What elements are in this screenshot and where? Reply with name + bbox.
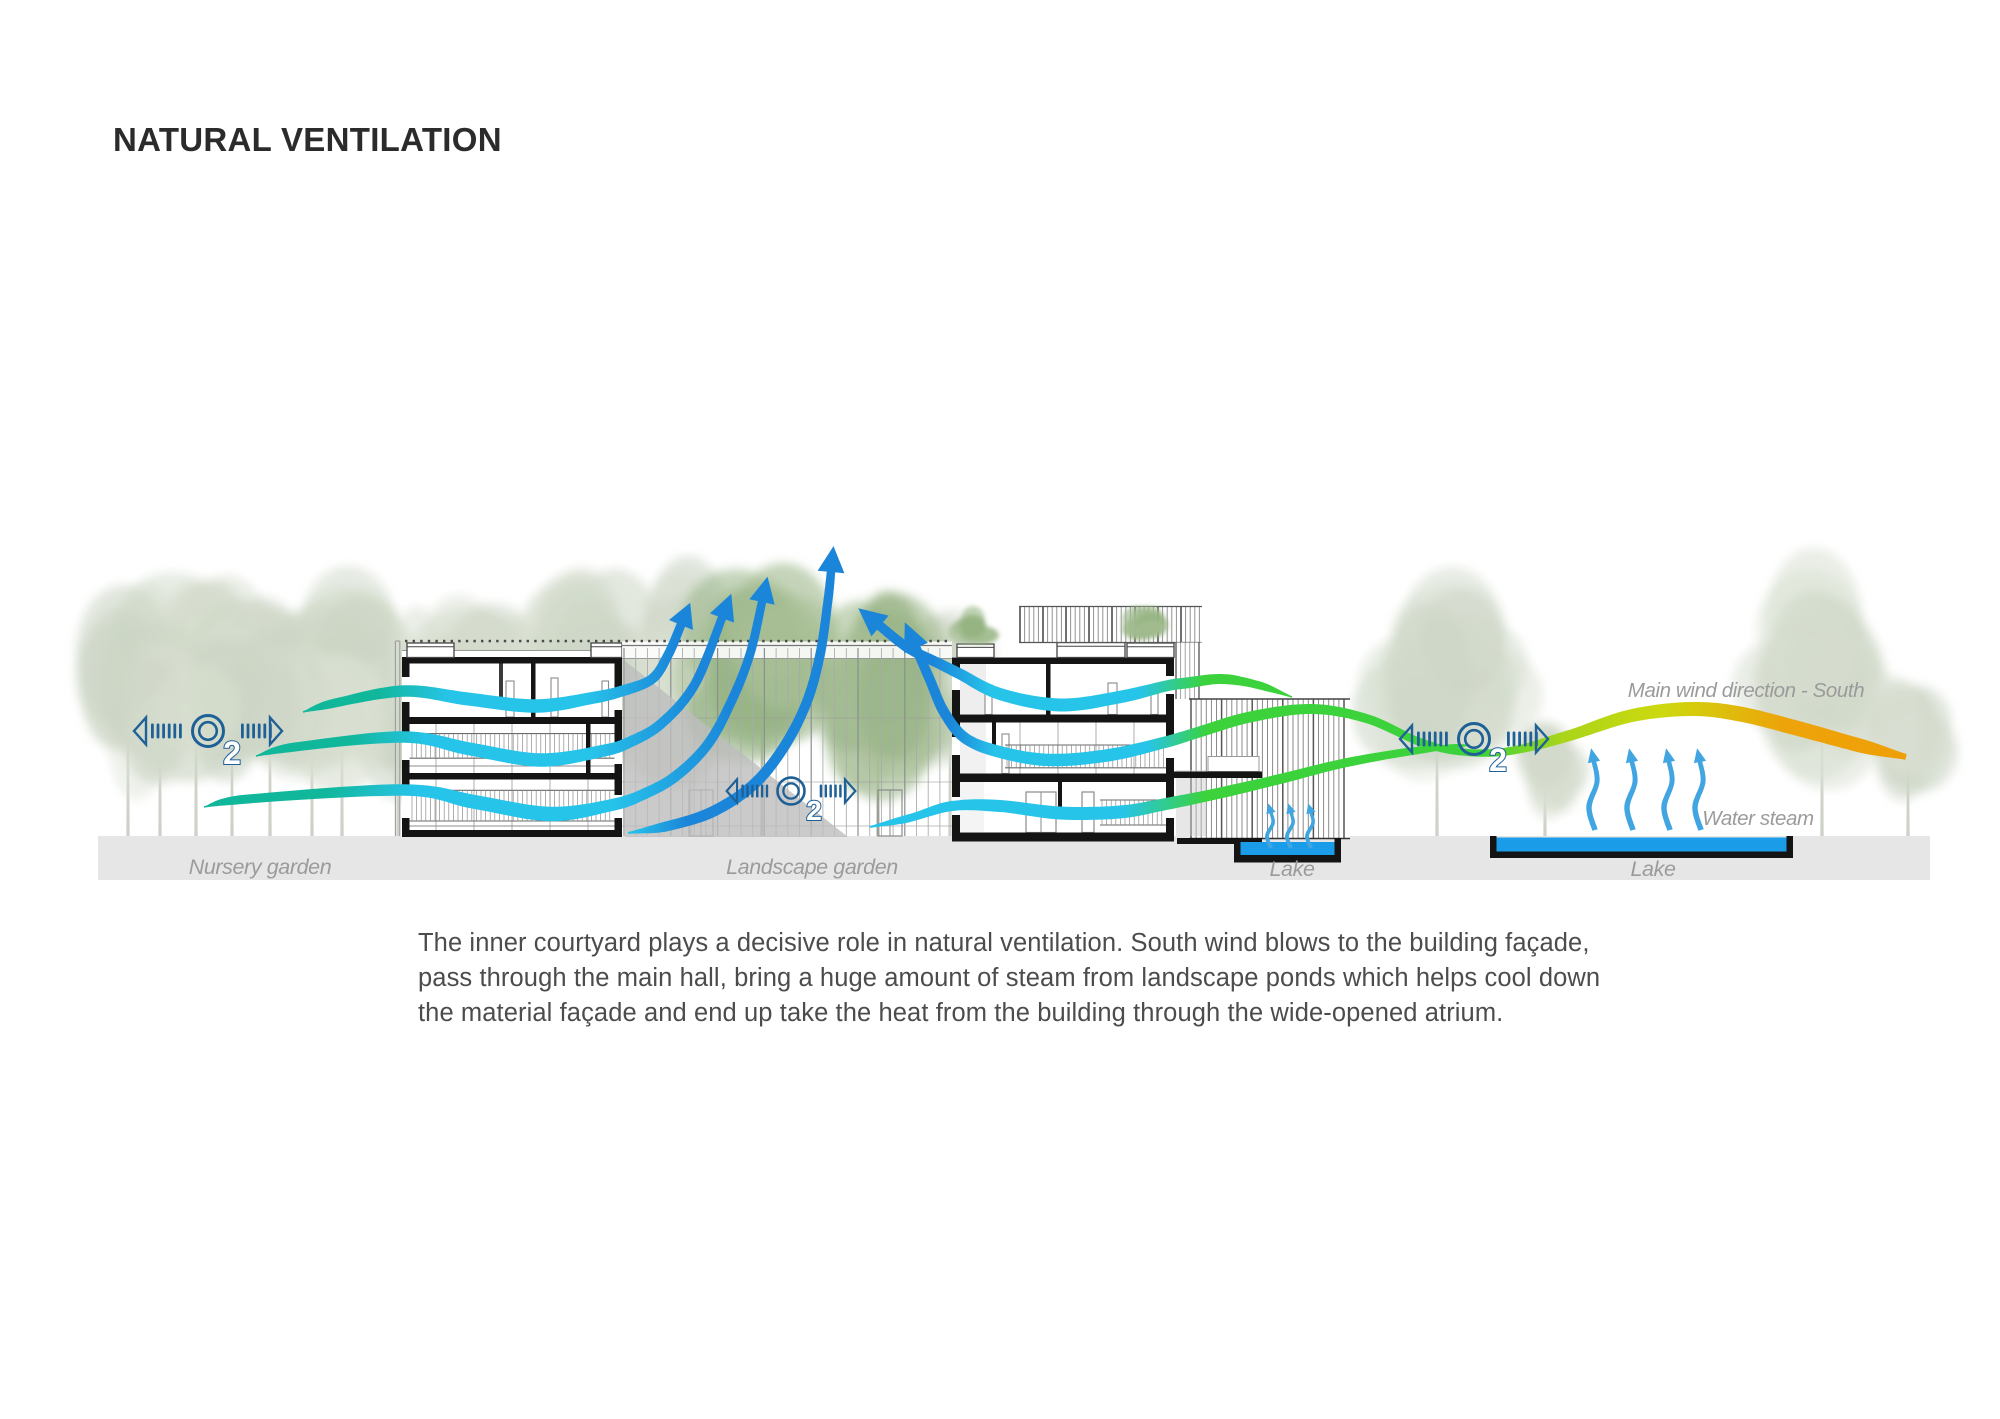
o2-symbol-left (132, 714, 284, 748)
lake-basin-right (1490, 836, 1793, 858)
o2-subscript-right: 2 (1489, 742, 1507, 778)
steam-arrow (1624, 748, 1639, 831)
steam-arrow (1661, 748, 1676, 831)
label-lake-right: Lake (1630, 857, 1675, 881)
rooftop-shrub (1122, 606, 1168, 640)
diagram-labels: Nursery garden Landscape garden Lake Lak… (189, 679, 1865, 881)
flow-arrow (203, 576, 775, 822)
o2-symbol-middle (725, 776, 857, 806)
label-landscape-garden: Landscape garden (726, 855, 898, 879)
tree (1352, 567, 1543, 836)
caption-line-3: the material façade and end up take the … (418, 999, 1504, 1027)
flow-ribbon (869, 744, 1470, 828)
o2-subscript-middle: 2 (806, 795, 822, 826)
pergola-dots (405, 639, 947, 643)
label-water-steam: Water steam (1702, 807, 1814, 830)
steam-arrow (1586, 748, 1601, 831)
flow-arrow (255, 593, 735, 767)
steam-arrow (1692, 748, 1707, 831)
flow-arrow (302, 602, 693, 713)
tree (1732, 548, 1892, 836)
roof-louver-screen (1019, 605, 1202, 700)
o2-subscript-left: 2 (223, 735, 241, 771)
tree (155, 624, 314, 836)
tree (1861, 676, 1958, 836)
label-wind-direction: Main wind direction - South (1628, 679, 1864, 702)
steam-arrow (1285, 803, 1296, 849)
label-lake-left: Lake (1269, 857, 1314, 881)
air-flow-ribbons (203, 546, 1907, 849)
flow-arrow (904, 622, 1907, 767)
caption-line-1: The inner courtyard plays a decisive rol… (418, 929, 1590, 957)
rooftop-shrub (948, 606, 999, 644)
label-nursery-garden: Nursery garden (189, 855, 332, 879)
caption-line-2: pass through the main hall, bring a huge… (418, 964, 1601, 992)
steam-arrow (1265, 803, 1276, 849)
flow-arrow (858, 608, 1293, 712)
caption: The inner courtyard plays a decisive rol… (418, 926, 1658, 1031)
o2-symbol-right (1398, 722, 1550, 756)
page-title: NATURAL VENTILATION (113, 121, 502, 158)
steam-arrow (1305, 803, 1316, 849)
o2-subscripts: 2 2 2 (222, 734, 1508, 827)
diagram-graphics (75, 546, 1958, 880)
